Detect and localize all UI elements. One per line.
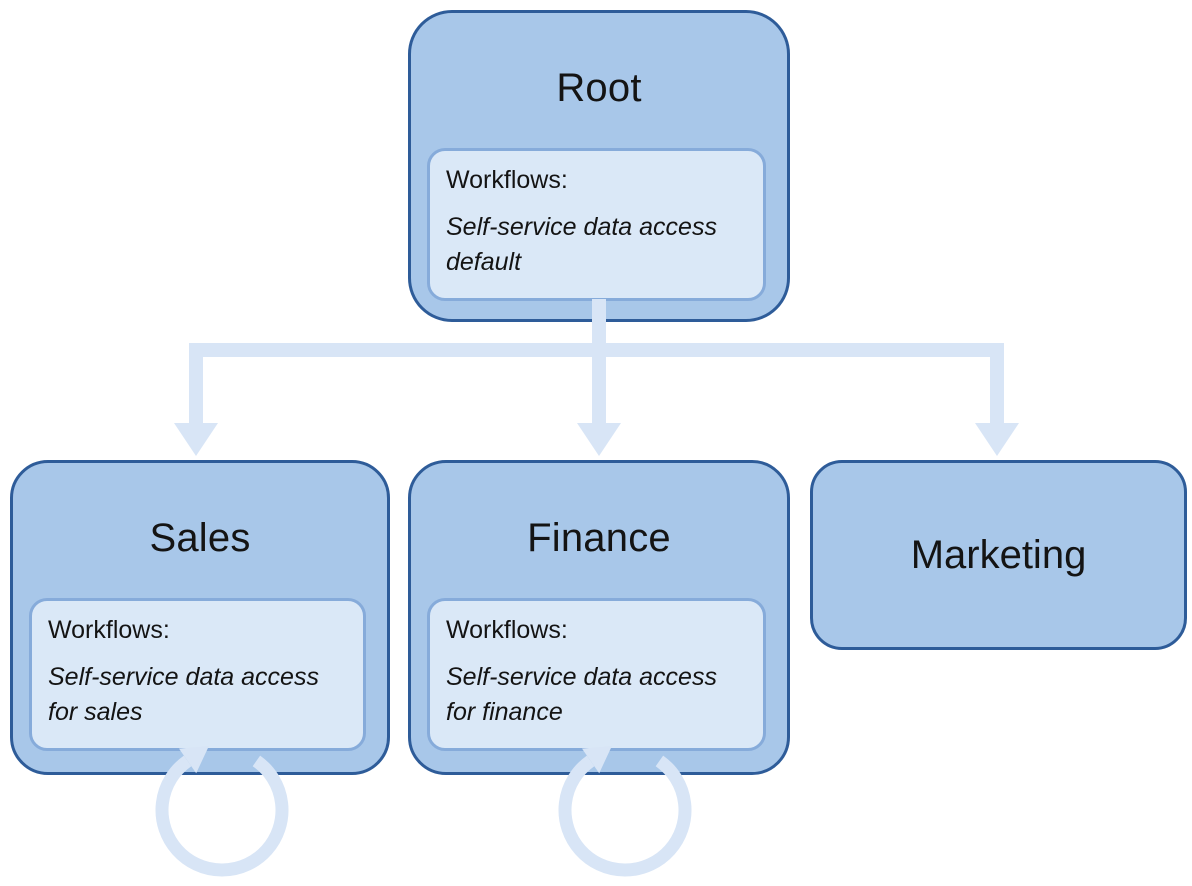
workflow-description: Self-service data access default	[446, 212, 717, 277]
finance-self-loop-arc	[558, 755, 692, 877]
node-finance-workflows-box: Workflows: Self-service data access for …	[427, 598, 766, 751]
node-sales-workflows-box: Workflows: Self-service data access for …	[29, 598, 366, 751]
node-marketing: Marketing	[810, 460, 1187, 650]
workflows-label: Workflows:	[446, 166, 568, 194]
down-arrowhead-marketing	[975, 423, 1019, 456]
node-sales: Sales Workflows: Self-service data acces…	[10, 460, 390, 775]
node-root-workflows-box: Workflows: Self-service data access defa…	[427, 148, 766, 301]
down-arrowhead-sales	[174, 423, 218, 456]
node-marketing-title: Marketing	[910, 532, 1087, 577]
connector-sales-stem	[189, 343, 203, 424]
node-root-title: Root	[556, 66, 642, 110]
connector-marketing-stem	[990, 343, 1004, 424]
connector-horizontal-bar	[189, 343, 1004, 357]
sales-self-loop-arc	[155, 755, 289, 877]
node-root: Root Workflows: Self-service data access…	[408, 10, 790, 322]
node-sales-title: Sales	[149, 516, 251, 560]
workflows-label: Workflows:	[48, 616, 170, 644]
root-to-children-connector	[174, 299, 1019, 456]
workflows-label: Workflows:	[446, 616, 568, 644]
node-finance-title: Finance	[527, 516, 671, 560]
down-arrowhead-finance	[577, 423, 621, 456]
node-finance: Finance Workflows: Self-service data acc…	[408, 460, 790, 775]
workflow-description: Self-service data access for sales	[48, 662, 319, 727]
workflow-description: Self-service data access for finance	[446, 662, 717, 727]
